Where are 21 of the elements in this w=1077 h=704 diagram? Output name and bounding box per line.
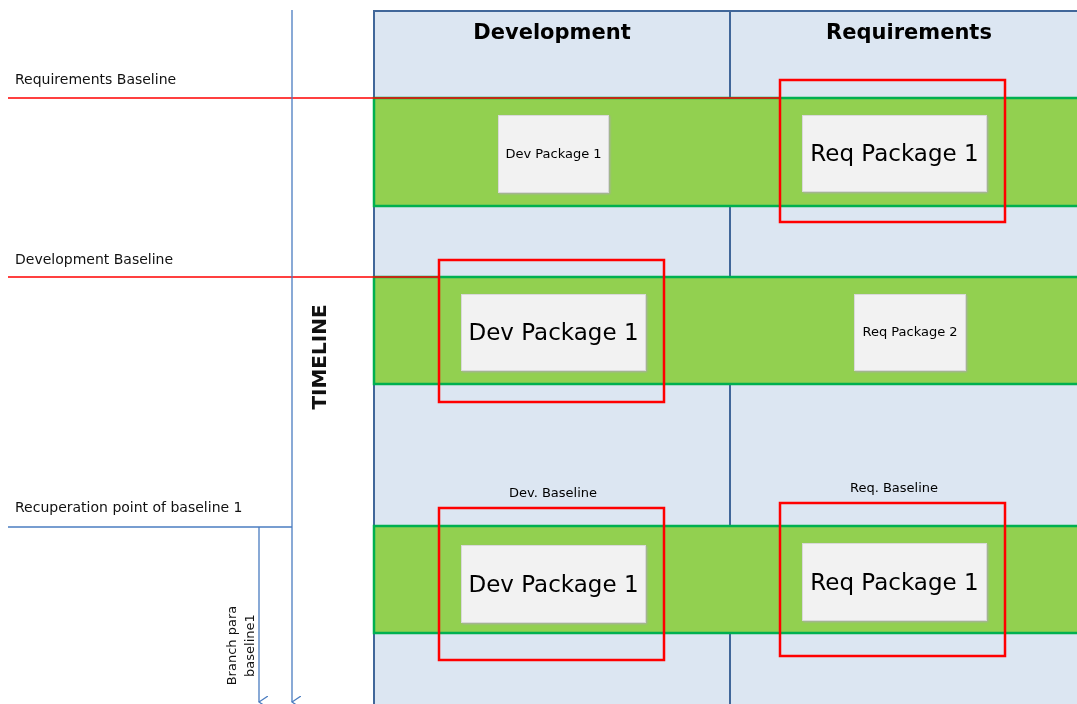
package-label: Req Package 1: [809, 567, 980, 597]
package-box: [498, 115, 609, 193]
package-label: Dev Package 1: [467, 569, 640, 599]
column-header: Development: [472, 20, 632, 44]
package-label: Req Package 2: [861, 323, 959, 342]
package-box: [802, 115, 987, 192]
package-box: [854, 294, 966, 371]
package-box: [461, 294, 646, 371]
branch-label: Branch para baseline1: [222, 604, 257, 687]
baseline-caption: Req. Baseline: [849, 480, 939, 495]
recuperation-label: Recuperation point of baseline 1: [15, 499, 243, 515]
package-label: Req Package 1: [809, 139, 980, 169]
timeline-label: TIMELINE: [306, 304, 331, 410]
package-box: [461, 545, 646, 623]
column-header: Requirements: [825, 20, 993, 44]
package-box: [802, 543, 987, 621]
baseline-caption: Dev. Baseline: [508, 485, 598, 500]
baseline-label: Requirements Baseline: [15, 71, 177, 87]
package-label: Dev Package 1: [504, 144, 603, 163]
package-label: Dev Package 1: [467, 318, 640, 348]
baseline-label: Development Baseline: [15, 251, 174, 267]
